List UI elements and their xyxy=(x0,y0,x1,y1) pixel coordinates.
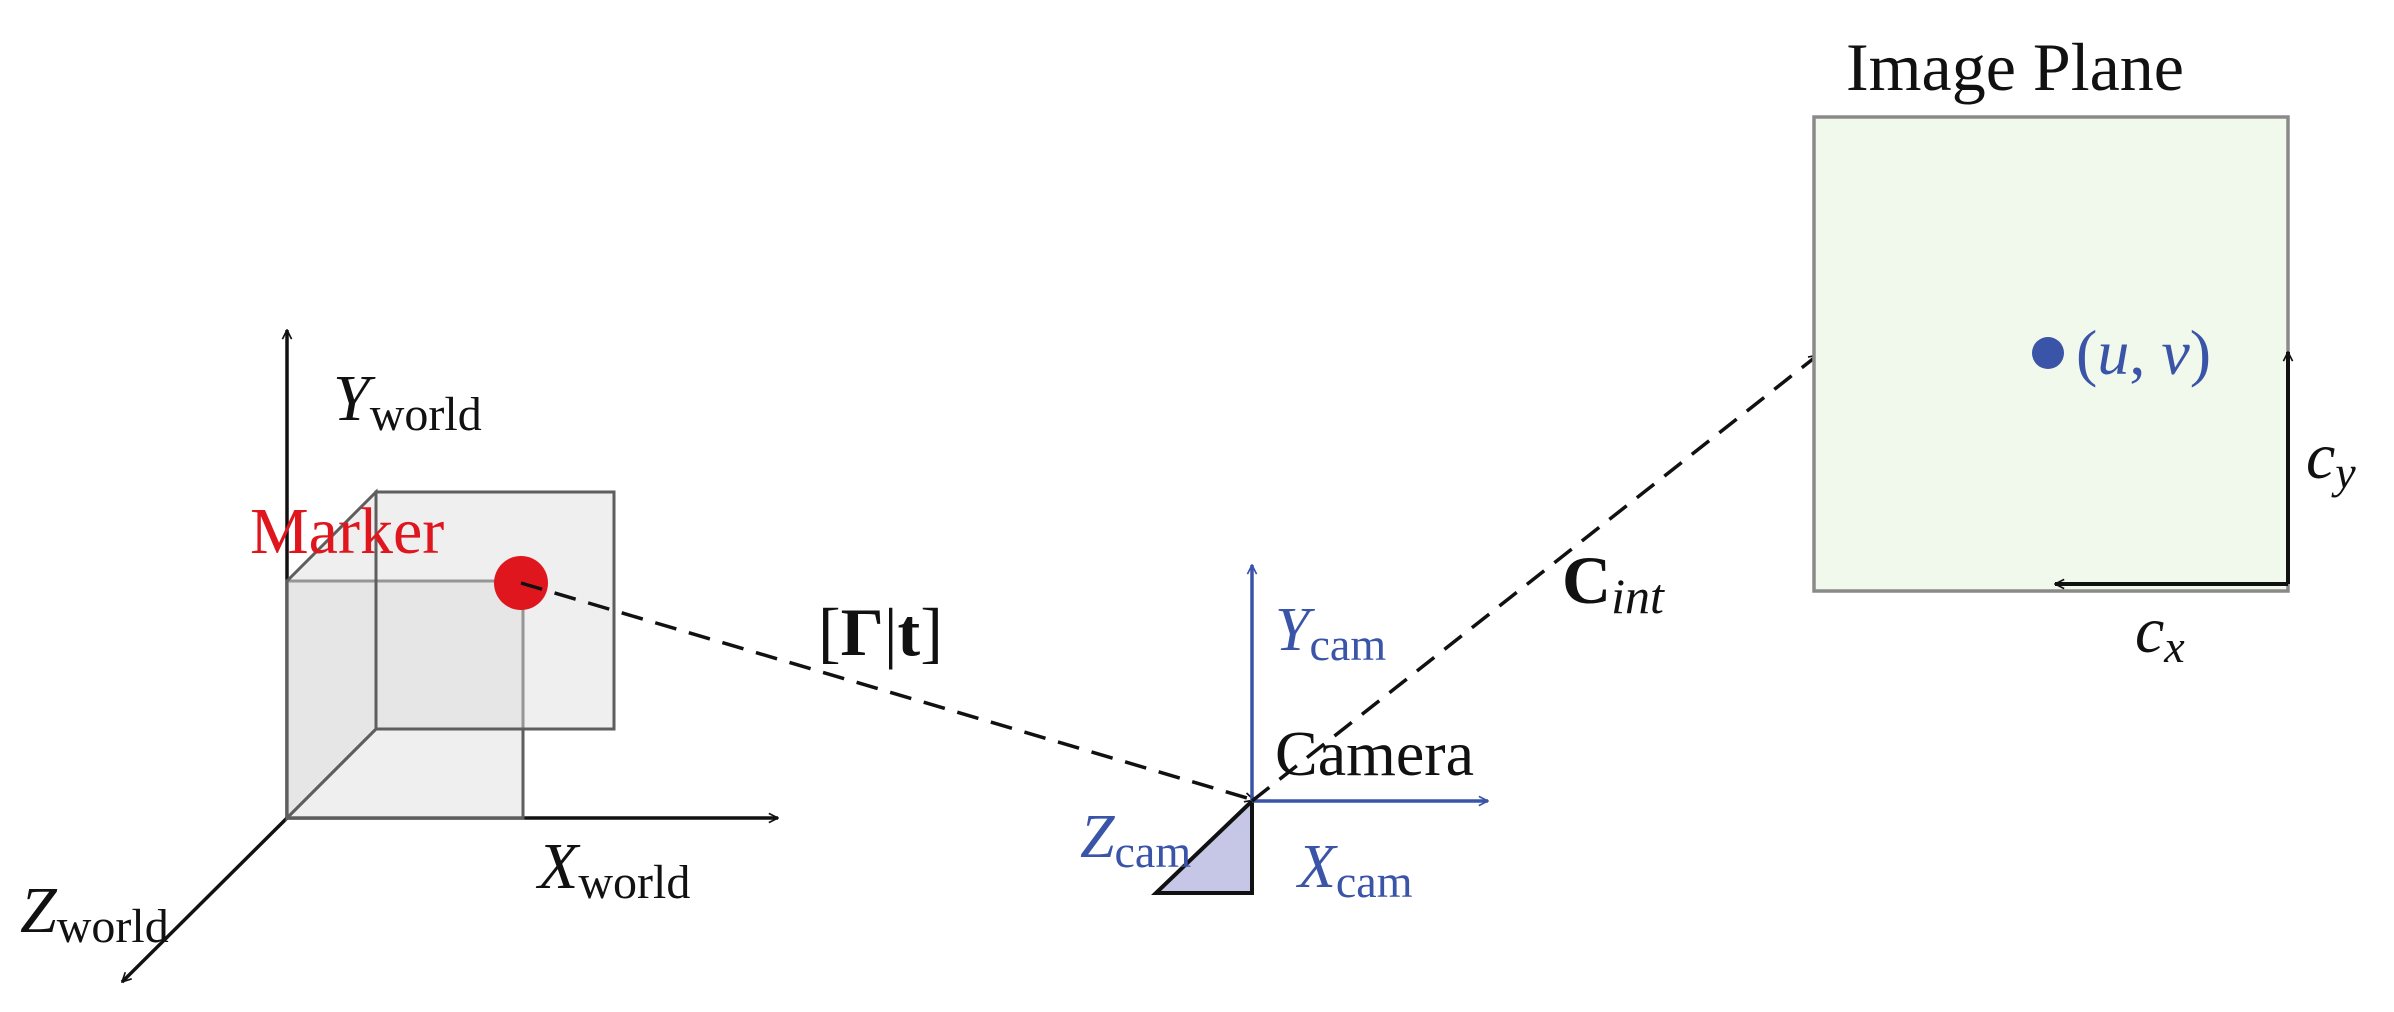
intrinsic-label: Cint xyxy=(1562,542,1665,624)
camera-triangle xyxy=(1151,796,1254,895)
marker-label: Marker xyxy=(250,495,444,568)
world-frame: Marker Yworld Xworld Zworld xyxy=(20,330,778,982)
image-point-label: (u, v) xyxy=(2076,317,2211,388)
camera-z-label: Zcam xyxy=(1080,803,1191,877)
world-y-label: Yworld xyxy=(333,362,482,441)
cx-label: cx xyxy=(2135,594,2185,672)
image-plane: Image Plane (u, v) cy cx xyxy=(1812,29,2356,672)
world-z-label: Zworld xyxy=(20,874,169,953)
extrinsic-label: [Γ|t] xyxy=(818,594,943,670)
camera-y-label: Ycam xyxy=(1275,596,1386,670)
world-x-label: Xworld xyxy=(535,830,690,909)
intrinsic-ray xyxy=(1250,353,1818,803)
camera-x-label: Xcam xyxy=(1295,833,1413,907)
camera-label: Camera xyxy=(1275,718,1474,789)
cy-label: cy xyxy=(2306,420,2356,498)
extrinsic-ray xyxy=(520,581,1254,800)
world-z-axis xyxy=(122,816,289,982)
marker-cube xyxy=(285,488,616,822)
image-plane-title: Image Plane xyxy=(1846,29,2184,105)
camera-frame: Ycam Xcam Zcam Camera xyxy=(1080,565,1488,907)
image-point xyxy=(2032,337,2064,369)
